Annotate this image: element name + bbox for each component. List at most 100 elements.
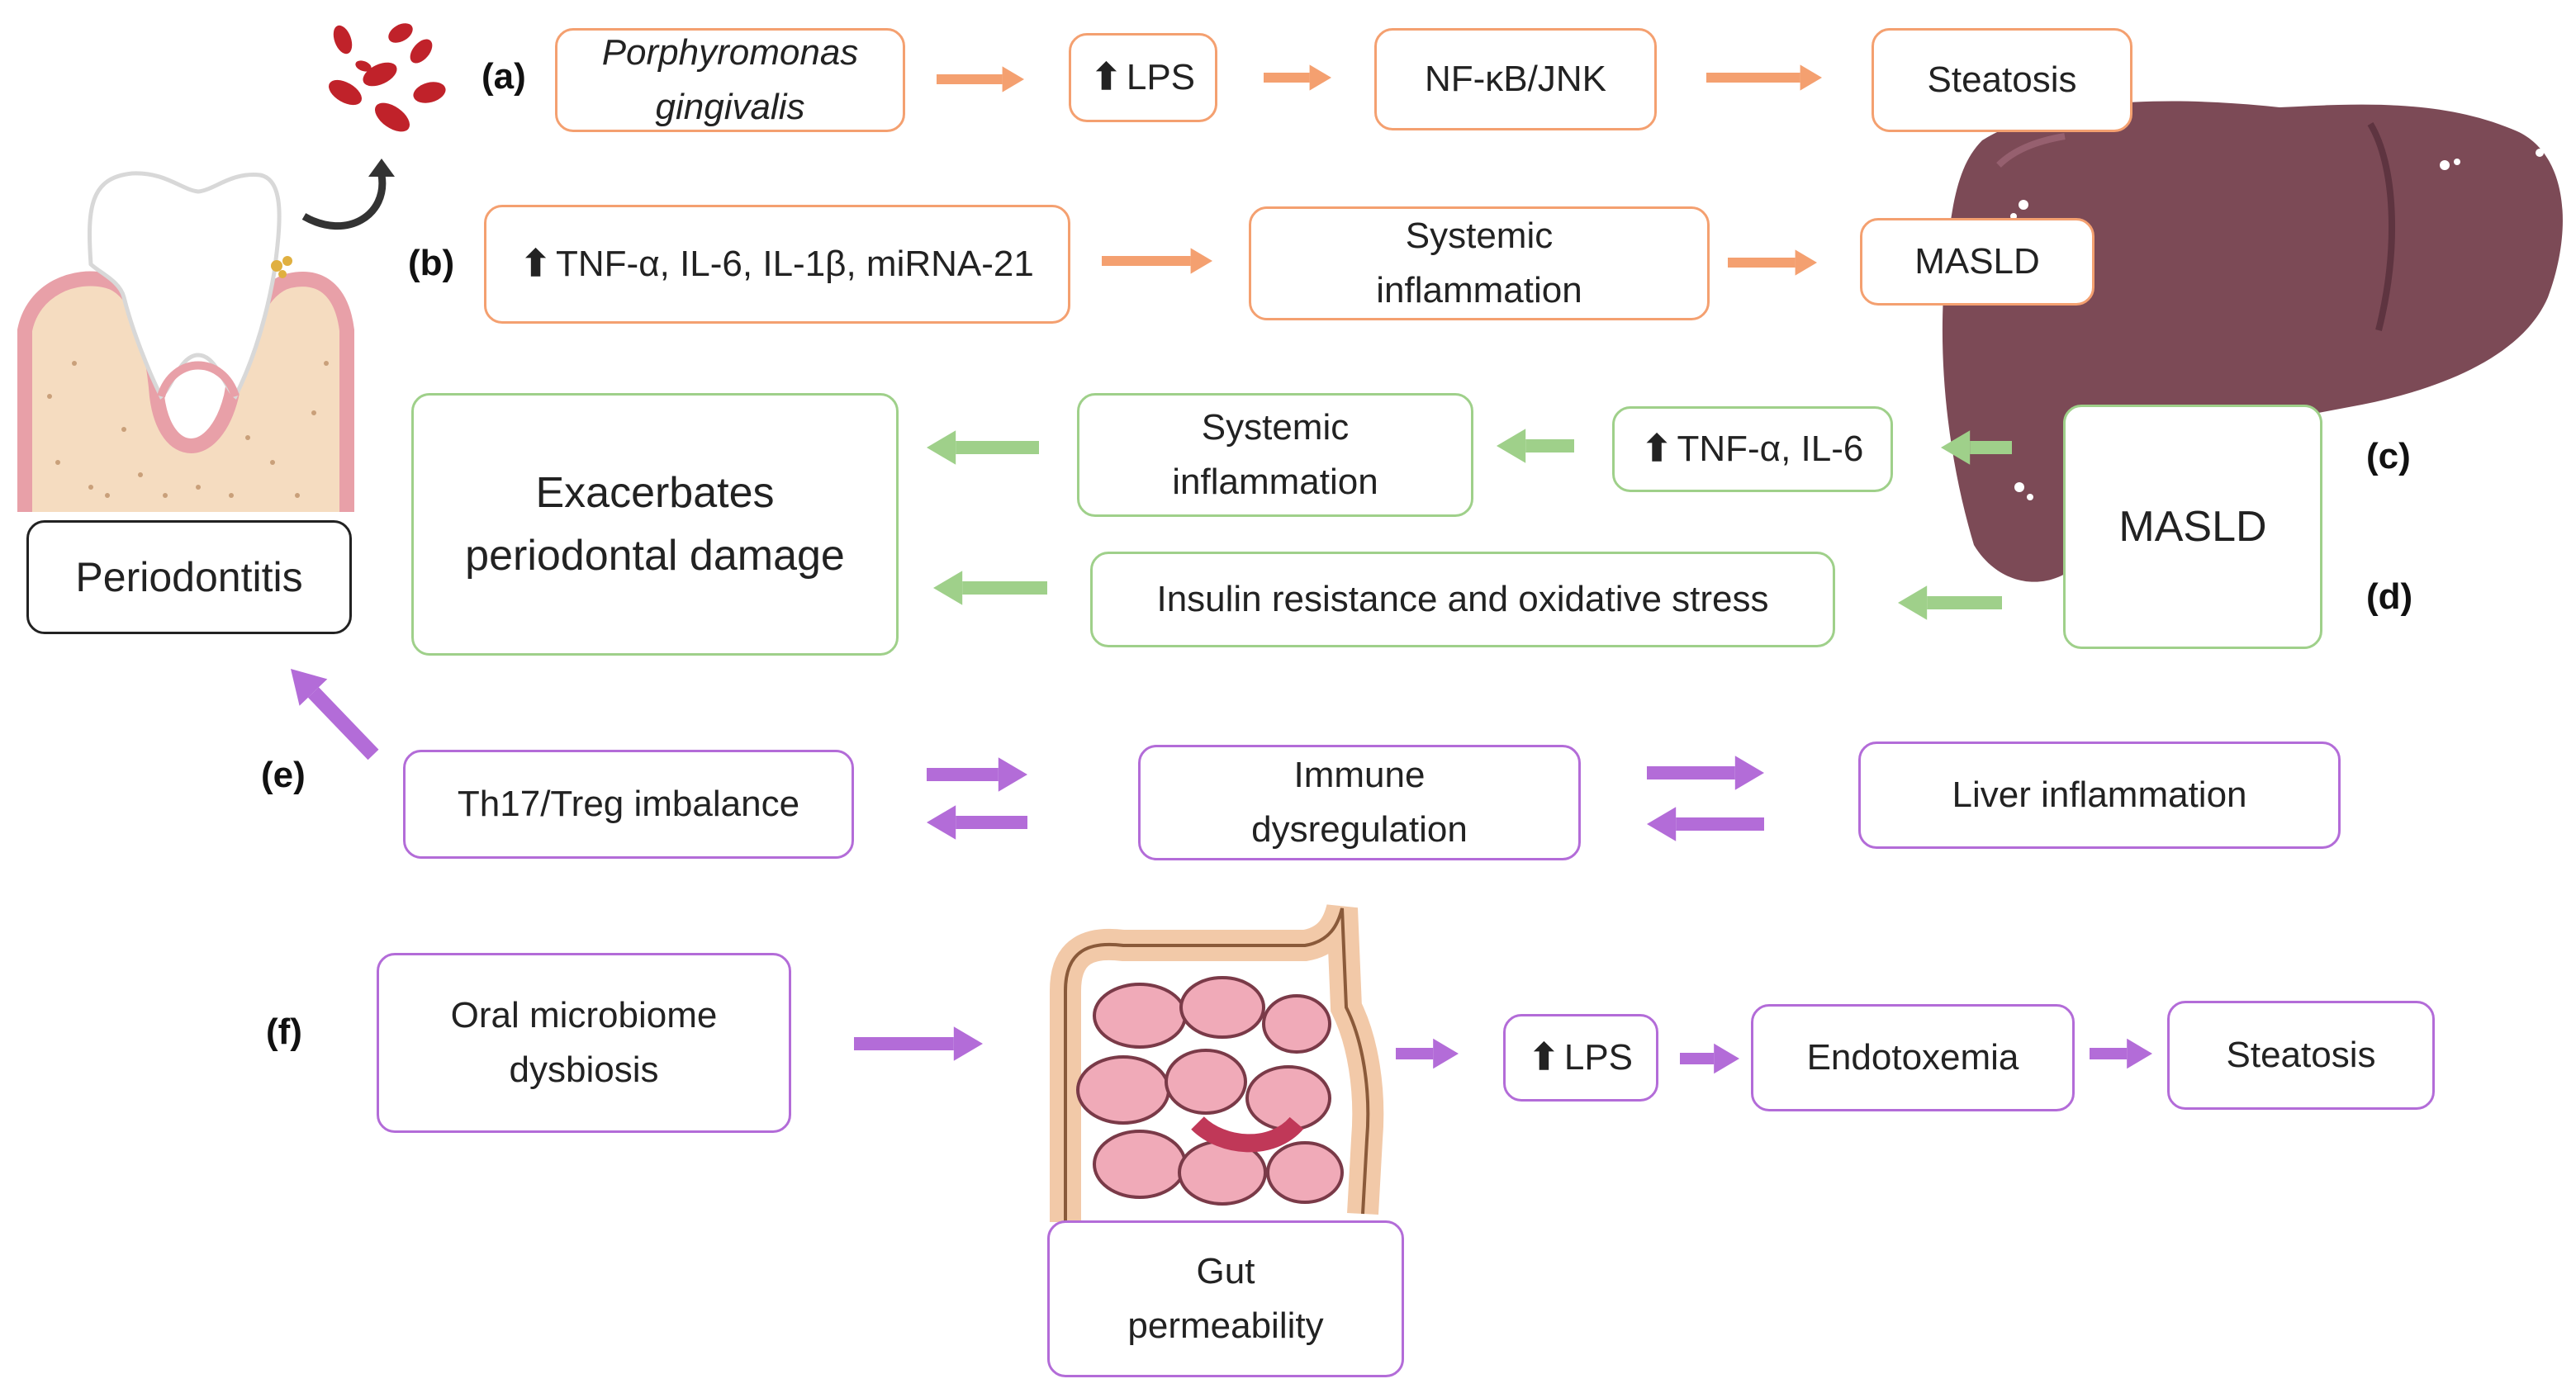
up-arrow-icon: ⬆ [1641, 429, 1672, 469]
flow-arrow-orange [1728, 249, 1817, 276]
steatosis-box-f: Steatosis [2167, 1001, 2435, 1110]
insulin-resistance-box: Insulin resistance and oxidative stress [1090, 552, 1835, 647]
lps-box-f: ⬆ LPS [1503, 1014, 1658, 1102]
cytokines-label-b: TNF-α, IL-6, IL-1β, miRNA-21 [556, 244, 1034, 284]
flow-arrow-purple [854, 1026, 983, 1061]
systemic-line2-b: inflammation [1376, 270, 1582, 310]
arrow-head [1497, 429, 1526, 463]
oral-line2: dysbiosis [509, 1049, 659, 1090]
nfkb-label: NF-κB/JNK [1425, 59, 1606, 99]
th17-label: Th17/Treg imbalance [457, 784, 800, 824]
label-b: (b) [408, 243, 455, 283]
up-arrow-icon: ⬆ [520, 244, 552, 284]
exacerbates-box: Exacerbates periodontal damage [411, 393, 899, 656]
tooth-icon [17, 171, 354, 512]
masld-box-cd: MASLD [2063, 405, 2322, 649]
immune-line2: dysregulation [1251, 809, 1468, 850]
steatosis-label-a: Steatosis [1927, 59, 2077, 100]
masld-label-b: MASLD [1914, 241, 2040, 282]
flow-arrow-purple [1396, 1038, 1459, 1069]
arrow-head [953, 1026, 983, 1061]
oral-line1: Oral microbiome [450, 995, 718, 1035]
pgingivalis-box: Porphyromonas gingivalis [555, 28, 905, 132]
steatosis-box-a: Steatosis [1872, 28, 2132, 132]
lps-box-a: ⬆ LPS [1069, 33, 1217, 122]
immune-dysregulation-box: Immune dysregulation [1138, 745, 1581, 860]
nfkb-box: NF-κB/JNK [1374, 28, 1657, 130]
bacteria-icon [329, 23, 446, 132]
arrow-head [291, 669, 328, 706]
intestine-icon [1050, 903, 1384, 1222]
gut-permeability-box: Gut permeability [1047, 1220, 1404, 1377]
arrow-head [1734, 756, 1764, 790]
pgingivalis-line1: Porphyromonas [601, 32, 859, 73]
flow-arrow-purple [927, 757, 1027, 792]
up-arrow-icon: ⬆ [1528, 1037, 1559, 1078]
lps-label-f: LPS [1563, 1037, 1634, 1078]
up-arrow-icon: ⬆ [1090, 57, 1122, 97]
flow-arrow-purple [291, 669, 379, 760]
immune-line1: Immune [1293, 755, 1426, 795]
arrow-head [1795, 249, 1817, 276]
flow-arrow-green [1898, 585, 2002, 620]
systemic-inflammation-box-c: Systemic inflammation [1077, 393, 1473, 517]
arrow-head [1190, 248, 1212, 274]
flow-arrow-orange [1264, 64, 1331, 91]
endotoxemia-label: Endotoxemia [1806, 1037, 2019, 1078]
exacerbates-line2: periodontal damage [465, 532, 845, 580]
label-f: (f) [266, 1012, 302, 1052]
flow-arrow-purple [1680, 1043, 1739, 1074]
label-e: (e) [261, 755, 306, 795]
flow-arrow-purple [1647, 807, 1764, 841]
gut-line1: Gut [1196, 1251, 1255, 1291]
arrow-layer [291, 64, 2152, 1074]
flow-arrow-purple [2090, 1038, 2152, 1069]
curved-arrow-icon [301, 159, 395, 230]
flow-arrow-orange [1706, 64, 1822, 91]
flow-arrow-green [1941, 430, 2012, 465]
masld-label-cd: MASLD [2118, 503, 2267, 551]
periodontitis-box: Periodontitis [26, 520, 352, 634]
liver-inflammation-box: Liver inflammation [1858, 742, 2341, 849]
flow-arrow-green [933, 571, 1047, 605]
flow-arrow-orange [1102, 248, 1212, 274]
insulin-resistance-label: Insulin resistance and oxidative stress [1156, 579, 1769, 619]
flow-arrow-purple [1647, 756, 1764, 790]
cytokines-box-b: ⬆ TNF-α, IL-6, IL-1β, miRNA-21 [484, 205, 1070, 324]
arrow-head [1800, 64, 1822, 91]
liver-inflammation-label: Liver inflammation [1952, 775, 2247, 815]
arrow-shaft [307, 687, 379, 760]
pgingivalis-line2: gingivalis [655, 87, 805, 127]
arrow-head [927, 805, 956, 840]
periodontitis-label: Periodontitis [75, 554, 303, 600]
label-c: (c) [2366, 436, 2411, 476]
th17-box: Th17/Treg imbalance [403, 750, 854, 859]
arrow-head [1714, 1043, 1739, 1074]
arrow-head [1898, 585, 1928, 620]
cytokines-label-c: TNF-α, IL-6 [1677, 429, 1864, 469]
systemic-line2-c: inflammation [1172, 462, 1378, 502]
arrow-head [933, 571, 963, 605]
label-a: (a) [482, 56, 526, 97]
arrow-head [927, 430, 956, 465]
endotoxemia-box: Endotoxemia [1751, 1004, 2075, 1111]
arrow-head [998, 757, 1027, 792]
arrow-head [1941, 430, 1971, 465]
arrow-head [1002, 66, 1024, 92]
systemic-line1-b: Systemic [1405, 216, 1554, 256]
flow-arrow-orange [937, 66, 1024, 92]
flow-arrow-green [1497, 429, 1574, 463]
flow-arrow-green [927, 430, 1039, 465]
systemic-inflammation-box-b: Systemic inflammation [1249, 206, 1710, 320]
arrow-head [1647, 807, 1677, 841]
flow-arrow-purple [927, 805, 1027, 840]
lps-label-a: LPS [1126, 57, 1196, 97]
cytokines-box-c: ⬆ TNF-α, IL-6 [1612, 406, 1893, 492]
arrow-head [2127, 1038, 2152, 1069]
masld-box-b: MASLD [1860, 218, 2094, 306]
exacerbates-line1: Exacerbates [535, 469, 775, 517]
oral-dysbiosis-box: Oral microbiome dysbiosis [377, 953, 791, 1133]
gut-line2: permeability [1127, 1305, 1324, 1346]
arrow-head [1309, 64, 1331, 91]
